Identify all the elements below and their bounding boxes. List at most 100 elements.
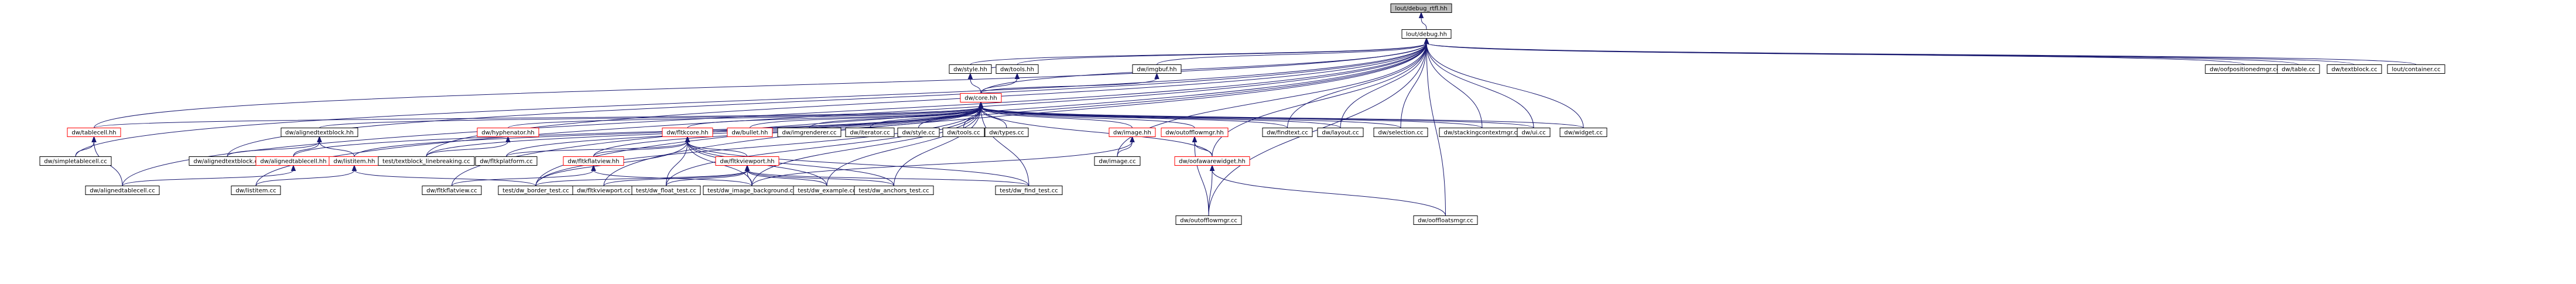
node-label: test/dw_border_test.cc <box>502 188 569 194</box>
graph-node-n39[interactable]: dw/listitem.cc <box>231 186 281 195</box>
edge-line <box>1212 170 1446 216</box>
edge-arrowhead <box>1424 37 1429 44</box>
graph-edge-n33-n12 <box>426 136 511 157</box>
node-box <box>1094 156 1141 166</box>
edge-line <box>1340 43 1427 128</box>
edge-line <box>75 141 94 157</box>
edge-line <box>970 43 1427 65</box>
graph-node-n31[interactable]: dw/listitem.hh <box>329 156 380 166</box>
graph-node-n17[interactable]: dw/style.cc <box>897 128 940 137</box>
graph-node-n12[interactable]: dw/hyphenator.hh <box>477 128 539 137</box>
edge-line <box>426 141 508 157</box>
graph-node-n19[interactable]: dw/types.cc <box>984 128 1029 137</box>
graph-node-n29[interactable]: dw/alignedtextblock.cc <box>189 156 266 166</box>
edge-line <box>1194 141 1209 216</box>
graph-node-n2[interactable]: dw/style.hh <box>949 64 992 74</box>
node-label: dw/stackingcontextmgr.cc <box>1443 130 1520 136</box>
graph-node-n9[interactable]: lout/container.cc <box>2387 64 2445 74</box>
graph-edge-n1-n0 <box>1418 12 1427 30</box>
edge-line <box>980 107 1584 128</box>
edge-line <box>1426 43 1534 128</box>
graph-node-n0[interactable]: lout/debug_rtfl.hh <box>1390 4 1452 13</box>
graph-node-n18[interactable]: dw/tools.cc <box>942 128 985 137</box>
node-box <box>777 128 841 137</box>
graph-node-n34[interactable]: dw/fltkflatview.hh <box>563 156 624 166</box>
node-box <box>1413 215 1478 225</box>
graph-node-n16[interactable]: dw/iterator.cc <box>845 128 895 137</box>
edge-line <box>1194 141 1213 157</box>
graph-node-n35[interactable]: dw/fltkviewport.hh <box>715 156 779 166</box>
graph-node-n23[interactable]: dw/layout.cc <box>1317 128 1364 137</box>
node-label: dw/types.cc <box>989 130 1024 136</box>
graph-node-n20[interactable]: dw/image.hh <box>1109 128 1156 137</box>
graph-node-n3[interactable]: dw/tools.hh <box>995 64 1039 74</box>
graph-node-n47[interactable]: test/dw_find_test.cc <box>995 186 1063 195</box>
edge-line <box>1426 43 1446 216</box>
graph-node-n37[interactable]: dw/oofawarewidget.hh <box>1174 156 1250 166</box>
edge-line <box>319 107 981 128</box>
node-box <box>897 128 940 137</box>
graph-edge-n26-n1 <box>1424 37 1534 128</box>
graph-edge-n49-n37 <box>1209 165 1446 216</box>
graph-node-n46[interactable]: test/dw_anchors_test.cc <box>854 186 934 195</box>
edge-line <box>666 170 748 186</box>
graph-nodes: lout/debug_rtfl.hh lout/debug.hh dw/style.… <box>39 4 2445 225</box>
graph-node-n48[interactable]: dw/outofflowmgr.cc <box>1175 215 1242 225</box>
graph-node-n26[interactable]: dw/ui.cc <box>1517 128 1551 137</box>
graph-node-n27[interactable]: dw/widget.cc <box>1559 128 1607 137</box>
graph-node-n15[interactable]: dw/imgrenderer.cc <box>777 128 841 137</box>
graph-node-n6[interactable]: dw/oofpositionedmgr.cc <box>2205 64 2284 74</box>
graph-edge-n12-n5 <box>508 101 984 128</box>
graph-node-n4[interactable]: dw/imgbuf.hh <box>1132 64 1182 74</box>
node-box <box>631 186 701 195</box>
edge-line <box>747 170 1029 186</box>
graph-node-n36[interactable]: dw/image.cc <box>1094 156 1141 166</box>
edge-line <box>603 170 748 186</box>
node-box <box>1401 29 1452 39</box>
graph-edge-n37-n21 <box>1192 136 1213 157</box>
node-box <box>984 128 1029 137</box>
graph-node-n40[interactable]: dw/fltkflatview.cc <box>422 186 482 195</box>
graph-node-n41[interactable]: test/dw_border_test.cc <box>498 186 574 195</box>
graph-node-n21[interactable]: dw/outofflowmgr.hh <box>1161 128 1229 137</box>
graph-node-n24[interactable]: dw/selection.cc <box>1373 128 1428 137</box>
edge-line <box>451 170 594 186</box>
graph-node-n5[interactable]: dw/core.hh <box>960 93 1002 102</box>
graph-edge-n5-n3 <box>980 73 1020 94</box>
edge-arrowhead <box>685 136 690 142</box>
graph-node-n44[interactable]: test/dw_image_background.cc <box>703 186 801 195</box>
graph-edge-n41-n31 <box>351 165 536 186</box>
node-box <box>2277 64 2320 74</box>
graph-node-n43[interactable]: test/dw_float_test.cc <box>631 186 701 195</box>
node-label: test/dw_example.cc <box>798 188 856 194</box>
node-box <box>39 156 112 166</box>
graph-node-n8[interactable]: dw/textblock.cc <box>2327 64 2382 74</box>
graph-node-n30[interactable]: dw/alignedtablecell.hh <box>255 156 331 166</box>
edge-arrowhead <box>1154 73 1159 79</box>
node-box <box>477 128 539 137</box>
graph-node-n13[interactable]: dw/fltkcore.hh <box>662 128 713 137</box>
edge-line <box>687 107 981 128</box>
graph-node-n45[interactable]: test/dw_example.cc <box>793 186 861 195</box>
node-box <box>1161 128 1229 137</box>
graph-node-n38[interactable]: dw/alignedtablecell.cc <box>85 186 160 195</box>
node-label: test/dw_anchors_test.cc <box>858 188 929 194</box>
graph-node-n33[interactable]: test/textblock_linebreaking.cc <box>378 156 475 166</box>
graph-node-n32[interactable]: dw/fltkplatform.cc <box>475 156 538 166</box>
graph-node-n7[interactable]: dw/table.cc <box>2277 64 2320 74</box>
graph-node-n1[interactable]: lout/debug.hh <box>1401 29 1452 39</box>
graph-node-n10[interactable]: dw/tablecell.hh <box>67 128 121 137</box>
graph-node-n49[interactable]: dw/ooffloatsmgr.cc <box>1413 215 1478 225</box>
edge-line <box>750 107 981 128</box>
node-label: dw/tools.hh <box>1000 67 1034 73</box>
graph-node-n14[interactable]: dw/bullet.hh <box>727 128 773 137</box>
graph-node-n11[interactable]: dw/alignedtextblock.hh <box>280 128 358 137</box>
graph-node-n28[interactable]: dw/simpletablecell.cc <box>39 156 112 166</box>
graph-node-n22[interactable]: dw/findtext.cc <box>1262 128 1313 137</box>
node-label: dw/layout.cc <box>1322 130 1359 136</box>
graph-node-n42[interactable]: dw/fltkviewport.cc <box>572 186 635 195</box>
node-label: dw/textblock.cc <box>2331 67 2377 73</box>
edge-line <box>809 107 981 128</box>
graph-edge-n44-n20 <box>751 136 1135 186</box>
graph-node-n25[interactable]: dw/stackingcontextmgr.cc <box>1439 128 1525 137</box>
